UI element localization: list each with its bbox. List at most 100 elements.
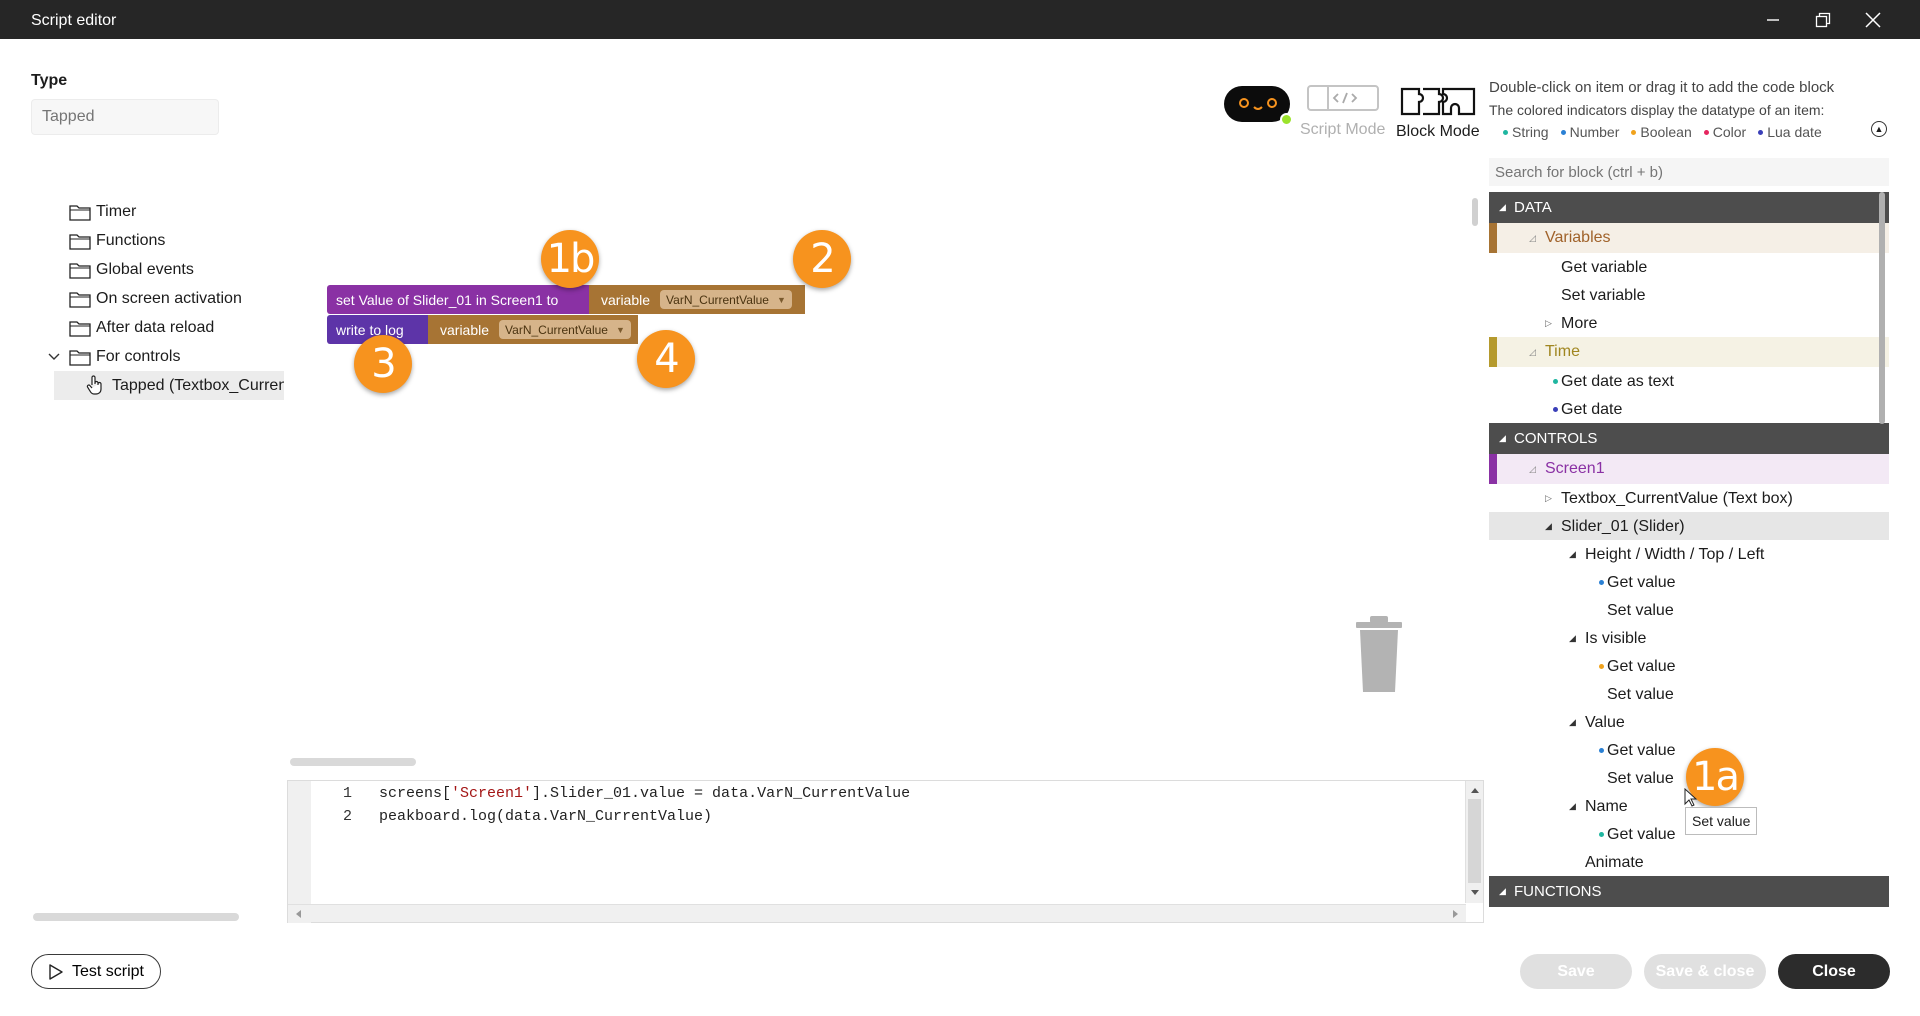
block-get-date[interactable]: Get date	[1489, 395, 1889, 423]
category-functions[interactable]: ◢FUNCTIONS	[1489, 876, 1889, 907]
block-get-value[interactable]: Get value	[1489, 820, 1889, 848]
block-set-variable[interactable]: Set variable	[1489, 281, 1889, 309]
subcategory-screen1[interactable]: ◿ Screen1	[1489, 454, 1889, 484]
control-slider[interactable]: ◢Slider_01 (Slider)	[1489, 512, 1889, 540]
number-type-dot	[1599, 580, 1604, 585]
step-badge-1b: 1b	[541, 230, 599, 288]
tree-horizontal-scrollbar[interactable]	[33, 913, 239, 921]
folder-icon	[69, 321, 91, 337]
block-get-date-as-text[interactable]: Get date as text	[1489, 367, 1889, 395]
code-string-token: 'Screen1'	[451, 785, 533, 802]
tree-item-timer[interactable]: Timer	[48, 197, 284, 226]
restore-icon[interactable]	[1798, 0, 1848, 39]
block-get-value[interactable]: Get value	[1489, 652, 1889, 680]
script-mode-toggle[interactable]: Script Mode	[1300, 84, 1385, 139]
variable-block-2[interactable]: variable VarN_CurrentValue▼	[428, 315, 638, 344]
legend-label: Boolean	[1640, 124, 1692, 140]
subcategory-variables[interactable]: ◿Variables	[1489, 223, 1889, 253]
block-set-value[interactable]: Set value	[1489, 764, 1889, 792]
tree-item-global-events[interactable]: Global events	[48, 255, 284, 284]
tree-item-label: Global events	[96, 261, 194, 278]
scrollbar-thumb[interactable]	[1468, 799, 1481, 883]
block-mode-toggle[interactable]: Block Mode	[1396, 84, 1480, 141]
workspace-vertical-scrollbar[interactable]	[1472, 198, 1478, 226]
code-icon	[1306, 85, 1379, 111]
type-input[interactable]	[31, 99, 219, 135]
string-type-dot	[1553, 379, 1558, 384]
scroll-right-icon[interactable]	[1452, 909, 1460, 919]
expand-icon: ◿	[1529, 464, 1536, 474]
assistant-toggle[interactable]	[1224, 86, 1293, 126]
block-animate[interactable]: Animate	[1489, 848, 1889, 876]
block-more[interactable]: ▷More	[1489, 309, 1889, 337]
property-is-visible[interactable]: ◢Is visible	[1489, 624, 1889, 652]
write-to-log-block[interactable]: write to log	[327, 315, 430, 344]
save-button[interactable]: Save	[1520, 954, 1632, 989]
tree-item-label: Tapped (Textbox_Current	[112, 377, 284, 394]
variable-dropdown-value: VarN_CurrentValue	[505, 322, 608, 337]
block-get-value[interactable]: Get value	[1489, 736, 1889, 764]
expand-icon: ◢	[1499, 433, 1506, 443]
event-tree: Timer Functions Global events On screen …	[48, 197, 284, 400]
chevron-down-icon[interactable]	[48, 351, 60, 363]
type-label: Type	[31, 72, 68, 89]
subcategory-time[interactable]: ◿Time	[1489, 337, 1889, 367]
datatype-legend: String Number Boolean Color Lua date	[1503, 124, 1822, 140]
code-line-1: screens['Screen1'].Slider_01.value = dat…	[379, 785, 910, 802]
scroll-up-icon[interactable]	[1470, 786, 1480, 794]
legend-item: Boolean	[1631, 124, 1692, 140]
control-textbox[interactable]: ▷Textbox_CurrentValue (Text box)	[1489, 484, 1889, 512]
tree-item-label: For controls	[96, 348, 181, 365]
category-color-bar	[1489, 337, 1497, 367]
block-search-input[interactable]	[1489, 158, 1889, 186]
property-value[interactable]: ◢Value	[1489, 708, 1889, 736]
scroll-down-icon[interactable]	[1470, 889, 1480, 897]
tree-item-after-data-reload[interactable]: After data reload	[48, 313, 284, 342]
subcategory-label: Screen1	[1545, 460, 1605, 477]
set-value-block[interactable]: set Value of Slider_01 in Screen1 to	[327, 285, 591, 314]
test-script-button[interactable]: Test script	[31, 954, 161, 989]
block-set-value[interactable]: Set value	[1489, 680, 1889, 708]
property-name[interactable]: ◢Name	[1489, 792, 1889, 820]
library-vertical-scrollbar[interactable]	[1879, 192, 1885, 424]
folder-icon	[69, 234, 91, 250]
workspace-horizontal-scrollbar[interactable]	[290, 758, 416, 766]
legend-item: String	[1503, 124, 1549, 140]
subcategory-label: Variables	[1545, 229, 1611, 246]
variable-dropdown-value: VarN_CurrentValue	[666, 292, 769, 307]
code-horizontal-scrollbar[interactable]	[288, 904, 1466, 922]
tree-item-on-screen-activation[interactable]: On screen activation	[48, 284, 284, 313]
category-data[interactable]: ◢DATA	[1489, 192, 1889, 223]
tree-item-tapped[interactable]: Tapped (Textbox_Current	[54, 371, 284, 400]
block-workspace[interactable]: set Value of Slider_01 in Screen1 to var…	[290, 190, 1476, 770]
category-controls[interactable]: ◢ CONTROLS	[1489, 423, 1889, 454]
property-hwtl[interactable]: ◢Height / Width / Top / Left	[1489, 540, 1889, 568]
variable-block[interactable]: variable VarN_CurrentValue▼	[589, 285, 805, 314]
string-type-dot	[1599, 832, 1604, 837]
close-icon[interactable]	[1848, 0, 1898, 39]
block-get-value[interactable]: Get value	[1489, 568, 1889, 596]
variable-block-label: variable	[601, 291, 651, 308]
tree-item-for-controls[interactable]: For controls	[48, 342, 284, 371]
block-label: Get value	[1607, 658, 1676, 675]
scroll-left-icon[interactable]	[294, 909, 302, 919]
block-set-value[interactable]: Set value	[1489, 596, 1889, 624]
chevron-up-icon[interactable]: ▲	[1871, 121, 1887, 137]
category-label: CONTROLS	[1514, 430, 1598, 447]
variable-dropdown[interactable]: VarN_CurrentValue▼	[660, 290, 792, 309]
tree-item-label: On screen activation	[96, 290, 242, 307]
expand-icon: ◿	[1529, 347, 1536, 357]
variable-dropdown[interactable]: VarN_CurrentValue▼	[499, 320, 631, 339]
block-library: ◢DATA ◿Variables Get variable Set variab…	[1489, 192, 1889, 922]
minimize-icon[interactable]	[1748, 0, 1798, 39]
category-label: FUNCTIONS	[1514, 883, 1602, 900]
block-label: Is visible	[1585, 630, 1647, 647]
block-get-variable[interactable]: Get variable	[1489, 253, 1889, 281]
save-close-button[interactable]: Save & close	[1644, 954, 1766, 989]
trash-icon[interactable]	[1352, 612, 1406, 694]
code-editor[interactable]: 1 2 screens['Screen1'].Slider_01.value =…	[287, 780, 1484, 923]
block-label: Set variable	[1561, 287, 1646, 304]
close-button[interactable]: Close	[1778, 954, 1890, 989]
tree-item-functions[interactable]: Functions	[48, 226, 284, 255]
code-vertical-scrollbar[interactable]	[1465, 781, 1483, 903]
